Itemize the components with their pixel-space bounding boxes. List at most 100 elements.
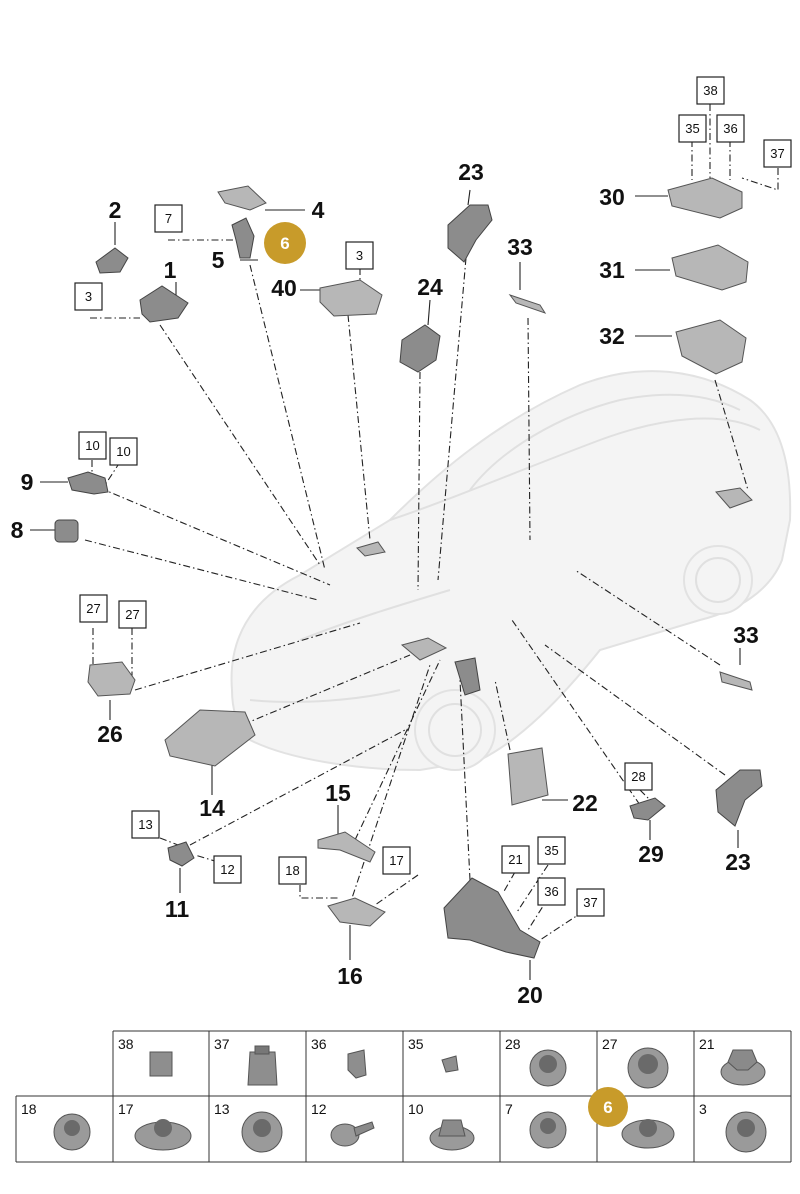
vehicle-silhouette bbox=[230, 370, 792, 772]
part-33-top-strip bbox=[508, 294, 547, 314]
ref-box-3: 3 bbox=[74, 282, 103, 311]
table-cell-label: 35 bbox=[408, 1036, 424, 1052]
ref-box-36: 36 bbox=[537, 877, 566, 906]
callout-23-bottom: 23 bbox=[725, 849, 751, 875]
ref-box-17: 17 bbox=[382, 846, 411, 875]
ref-box-21: 21 bbox=[501, 845, 530, 874]
ref-box-12: 12 bbox=[213, 855, 242, 884]
callout-11: 11 bbox=[165, 896, 190, 922]
callout-23-top: 23 bbox=[458, 159, 484, 185]
ref-box-27: 27 bbox=[118, 600, 147, 629]
flange-nut-icon bbox=[529, 1049, 567, 1087]
callout-22: 22 bbox=[572, 790, 598, 816]
svg-text:3: 3 bbox=[85, 289, 92, 304]
part-32-housing bbox=[675, 319, 747, 375]
ref-box-10: 10 bbox=[78, 431, 107, 460]
svg-text:37: 37 bbox=[770, 146, 784, 161]
table-highlight-6[interactable]: 6 bbox=[588, 1087, 628, 1127]
table-cell-label: 7 bbox=[505, 1101, 513, 1117]
table-cell-label: 13 bbox=[214, 1101, 230, 1117]
flange-nut-icon bbox=[725, 1111, 767, 1153]
part-15-rail bbox=[317, 831, 376, 863]
callout-1: 1 bbox=[164, 257, 177, 283]
svg-text:10: 10 bbox=[85, 438, 99, 453]
part-26-module bbox=[87, 661, 136, 697]
ref-box-27: 27 bbox=[79, 594, 108, 623]
part-11-clip bbox=[167, 841, 195, 867]
callout-32: 32 bbox=[599, 323, 625, 349]
table-cell-label: 38 bbox=[118, 1036, 134, 1052]
part-14-tray bbox=[164, 709, 256, 767]
square-nut-icon bbox=[149, 1051, 173, 1077]
callout-29: 29 bbox=[638, 841, 664, 867]
callout-9: 9 bbox=[21, 469, 34, 495]
highlight-callout-6[interactable]: 6 bbox=[264, 222, 306, 264]
callout-numbers: 1 2 4 5 40 23 33 24 30 31 32 9 8 26 14 1… bbox=[11, 159, 759, 1008]
callout-14: 14 bbox=[199, 795, 225, 821]
part-40-module bbox=[319, 279, 383, 317]
svg-text:10: 10 bbox=[116, 444, 130, 459]
table-cell-label: 28 bbox=[505, 1036, 521, 1052]
screw-icon bbox=[330, 1121, 375, 1147]
hardware-table: 38 37 36 35 28 27 21 18 17 13 12 10 7 3 bbox=[15, 1030, 792, 1163]
part-30-housing bbox=[667, 177, 743, 219]
part-1-bracket bbox=[139, 285, 189, 323]
part-9-bracket bbox=[67, 471, 109, 495]
svg-text:37: 37 bbox=[583, 895, 597, 910]
ref-box-28: 28 bbox=[624, 762, 653, 791]
part-5-bracket bbox=[231, 217, 255, 259]
svg-text:35: 35 bbox=[544, 843, 558, 858]
part-4-bracket bbox=[217, 185, 267, 211]
small-clip-icon bbox=[441, 1055, 459, 1073]
table-cell-label: 3 bbox=[699, 1101, 707, 1117]
table-cell-label: 27 bbox=[602, 1036, 618, 1052]
ref-box-38: 38 bbox=[696, 76, 725, 105]
callout-33-top: 33 bbox=[507, 234, 533, 260]
table-cell-label: 18 bbox=[21, 1101, 37, 1117]
svg-text:6: 6 bbox=[603, 1098, 612, 1117]
svg-text:12: 12 bbox=[220, 862, 234, 877]
reference-boxes: 7 3 3 10 10 27 27 13 12 18 17 21 35 36 3… bbox=[74, 76, 792, 917]
svg-text:7: 7 bbox=[165, 211, 172, 226]
table-cell-label: 12 bbox=[311, 1101, 327, 1117]
part-2-module bbox=[95, 247, 129, 274]
svg-text:6: 6 bbox=[280, 234, 289, 253]
callout-5: 5 bbox=[212, 247, 225, 273]
svg-text:27: 27 bbox=[86, 601, 100, 616]
callout-30: 30 bbox=[599, 184, 625, 210]
part-car-module-a bbox=[356, 541, 386, 557]
part-33-bottom-strip bbox=[719, 671, 753, 691]
flange-nut-icon bbox=[134, 1119, 192, 1151]
ref-box-35: 35 bbox=[678, 114, 707, 143]
ref-box-18: 18 bbox=[278, 856, 307, 885]
ref-box-13: 13 bbox=[131, 810, 160, 839]
part-23-bottom-bracket bbox=[715, 769, 763, 827]
callout-4: 4 bbox=[312, 197, 325, 223]
flange-nut-icon bbox=[627, 1047, 669, 1089]
svg-text:3: 3 bbox=[356, 248, 363, 263]
solid-leaders bbox=[30, 189, 741, 980]
part-8-clip bbox=[54, 519, 79, 543]
table-cell-label: 21 bbox=[699, 1036, 715, 1052]
spring-nut-icon bbox=[429, 1119, 475, 1151]
callout-16: 16 bbox=[337, 963, 363, 989]
part-16-bracket bbox=[327, 897, 386, 927]
svg-text:21: 21 bbox=[508, 852, 522, 867]
callout-2: 2 bbox=[109, 197, 122, 223]
spring-clip-icon bbox=[347, 1049, 367, 1079]
callout-8: 8 bbox=[11, 517, 24, 543]
ref-box-10: 10 bbox=[109, 437, 138, 466]
callout-33-bottom: 33 bbox=[733, 622, 759, 648]
ref-box-35: 35 bbox=[537, 836, 566, 865]
part-29-clip bbox=[629, 797, 666, 821]
svg-text:17: 17 bbox=[389, 853, 403, 868]
leader-lines bbox=[84, 104, 779, 941]
svg-text:28: 28 bbox=[631, 769, 645, 784]
svg-text:36: 36 bbox=[723, 121, 737, 136]
callout-15: 15 bbox=[325, 780, 351, 806]
flange-nut-icon bbox=[241, 1111, 283, 1153]
part-24-bracket bbox=[399, 324, 441, 373]
ref-box-3: 3 bbox=[345, 241, 374, 270]
svg-text:38: 38 bbox=[703, 83, 717, 98]
